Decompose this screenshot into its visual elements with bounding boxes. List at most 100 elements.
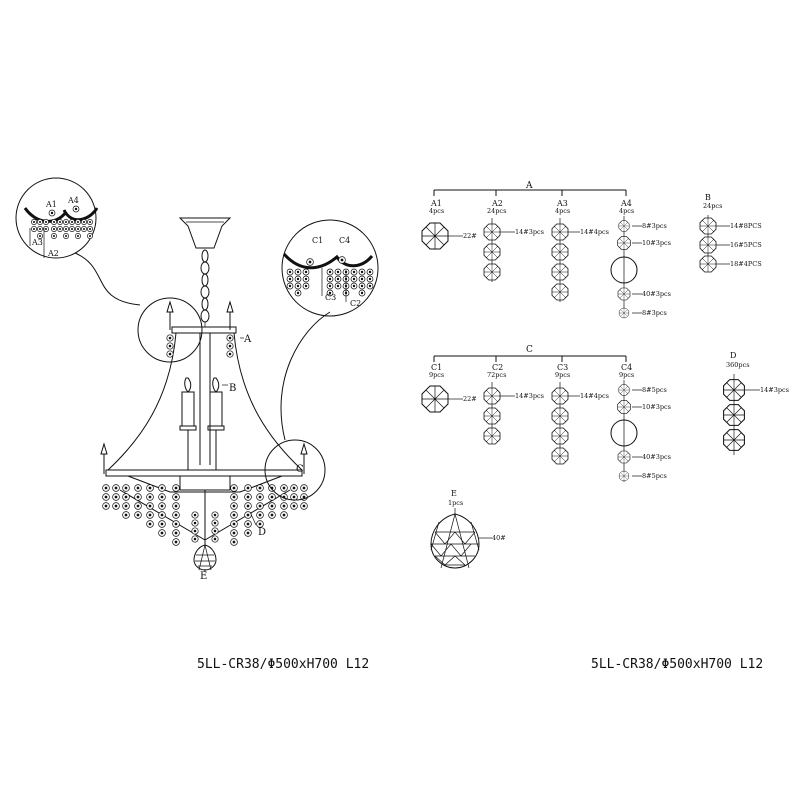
group-C-title: C: [526, 345, 533, 355]
strand-A3-name: A3: [556, 199, 568, 208]
group-D-title: D: [730, 351, 736, 360]
strand-A2-qty: 24pcs: [487, 207, 506, 215]
detail-marker-bottom: [264, 439, 326, 501]
crystal-bead: [286, 268, 294, 276]
top-ring: [171, 326, 237, 334]
crystal-bead: [87, 233, 93, 239]
crystal-ball-E: [193, 544, 217, 571]
crystal-bead: [134, 511, 142, 519]
crystal-bead: [244, 484, 252, 492]
crystal-bead: [75, 226, 81, 232]
crystal-bead: [226, 350, 234, 358]
crystal-bead: [48, 209, 56, 217]
crystal-bead: [102, 502, 110, 510]
crystal-bead: [172, 484, 180, 492]
crystal-bead: [286, 275, 294, 283]
crystal-bead: [172, 493, 180, 501]
callout-C: C: [296, 464, 304, 475]
crystal-bead: [256, 511, 264, 519]
strand-C1-qty: 9pcs: [429, 371, 444, 379]
crystal-bead: [358, 275, 366, 283]
crystal-bead: [43, 226, 49, 232]
crystal-bead: [350, 268, 358, 276]
group-B-title: B: [705, 193, 711, 202]
crystal-bead: [191, 527, 199, 535]
crystal-bead: [326, 268, 334, 276]
strand-C4-qty: 9pcs: [619, 371, 634, 379]
crystal-bead: [302, 282, 310, 290]
crystal-bead: [268, 502, 276, 510]
crystal-bead: [51, 219, 57, 225]
crystal-bead: [166, 350, 174, 358]
crystal-bead: [158, 493, 166, 501]
crystal-bead: [300, 502, 308, 510]
crystal-bead: [350, 282, 358, 290]
crystal-bead: [158, 511, 166, 519]
crystal-bead: [158, 502, 166, 510]
strand-A2: [483, 218, 501, 282]
top-ring-crystals: [166, 334, 234, 358]
note-A2: 14#3pcs: [515, 228, 544, 236]
crystal-bead: [358, 289, 366, 297]
crystal-bead: [244, 502, 252, 510]
crystal-bead: [244, 520, 252, 528]
zoom-left-label-1: A1: [45, 200, 57, 209]
bottom-ring: [105, 469, 303, 477]
group-B-qty: 24pcs: [703, 202, 722, 210]
crystal-bead: [230, 529, 238, 537]
crystal-bead: [366, 282, 374, 290]
top-spike-left: [166, 300, 174, 330]
crystal-bead: [334, 282, 342, 290]
detail-marker-top: [137, 297, 203, 363]
crystal-bead: [172, 511, 180, 519]
crystal-bead: [81, 226, 87, 232]
crystal-bead: [306, 258, 314, 266]
callout-A: A: [243, 334, 252, 345]
crystal-bead: [290, 502, 298, 510]
strand-C3: [551, 382, 569, 465]
crystal-bead: [134, 502, 142, 510]
crystal-bead: [166, 334, 174, 342]
crystal-bead: [81, 219, 87, 225]
crystal-bead: [112, 484, 120, 492]
note-E: 40#: [492, 534, 506, 542]
crystal-ball-large-E: [430, 508, 480, 569]
crystal-bead: [280, 502, 288, 510]
bottom-crystal-strands: [102, 484, 308, 546]
crystal-bead: [358, 282, 366, 290]
crystal-A1: [421, 222, 449, 250]
zoom-right-label-3: C3: [325, 293, 336, 302]
note-B-2: 16#5PCS: [730, 241, 762, 249]
crystal-bead: [230, 511, 238, 519]
crystal-bead: [280, 484, 288, 492]
crystal-bead: [211, 519, 219, 527]
note-A1: 22#: [463, 232, 477, 240]
crystal-bead: [230, 502, 238, 510]
crystal-bead: [191, 535, 199, 543]
crystal-bead: [268, 493, 276, 501]
crystal-bead: [158, 520, 166, 528]
zoom-left-label-3: A3: [31, 238, 43, 247]
crystal-bead: [268, 511, 276, 519]
zoom-right-label-1: C1: [312, 236, 323, 245]
crystal-bead: [146, 484, 154, 492]
arm-left: [107, 332, 177, 471]
crystal-bead: [102, 493, 110, 501]
strand-C2-name: C2: [492, 363, 503, 372]
zoom-left-label-2: A4: [67, 196, 79, 205]
crystal-bead: [230, 493, 238, 501]
strand-C3-qty: 9pcs: [555, 371, 570, 379]
crystal-bead: [158, 529, 166, 537]
crystal-bead: [134, 484, 142, 492]
group-E-qty: 1pcs: [448, 499, 463, 507]
canopy: [178, 217, 232, 249]
crystal-bead: [338, 256, 346, 264]
strand-D: [723, 374, 745, 455]
note-A4-2: 10#3pcs: [642, 239, 671, 247]
note-B-1: 14#8PCS: [730, 222, 762, 230]
crystal-bead: [366, 275, 374, 283]
group-D-qty: 360pcs: [726, 361, 750, 369]
strand-C2: [483, 382, 501, 445]
crystal-bead: [102, 484, 110, 492]
